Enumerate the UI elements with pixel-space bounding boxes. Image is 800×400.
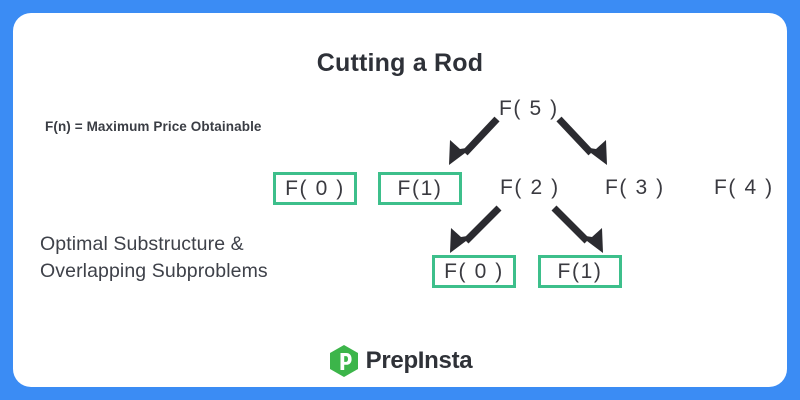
edge-root-right-arrow <box>556 116 607 165</box>
white-content-panel: Cutting a Rod F(n) = Maximum Price Obtai… <box>13 13 787 387</box>
concept-subtitle: Optimal Substructure & Overlapping Subpr… <box>40 231 268 285</box>
edge-root-left-arrow <box>449 116 500 165</box>
edge-f2-right-arrow <box>551 205 603 253</box>
tree-node-f5: F( 5 ) <box>499 97 559 120</box>
page-title: Cutting a Rod <box>316 49 484 77</box>
tree-node-boxed-f0-level3: F( 0 ) <box>432 255 516 288</box>
prepinsta-hexagon-icon <box>329 345 358 377</box>
tree-node-f3: F( 3 ) <box>605 176 665 199</box>
brand-logo: PrepInsta <box>13 344 787 378</box>
concept-subtitle-line-2: Overlapping Subproblems <box>40 259 268 282</box>
tree-node-boxed-f0-level2: F( 0 ) <box>273 172 357 205</box>
tree-node-boxed-f1-level3: F(1) <box>538 255 622 288</box>
tree-node-boxed-f1-level2: F(1) <box>378 172 462 205</box>
brand-name: PrepInsta <box>365 347 473 374</box>
tree-node-f4: F( 4 ) <box>714 176 774 199</box>
tree-node-f2: F( 2 ) <box>500 176 560 199</box>
concept-subtitle-line-1: Optimal Substructure & <box>40 233 244 255</box>
legend-note: F(n) = Maximum Price Obtainable <box>45 119 262 134</box>
edge-f2-left-arrow <box>450 205 502 253</box>
